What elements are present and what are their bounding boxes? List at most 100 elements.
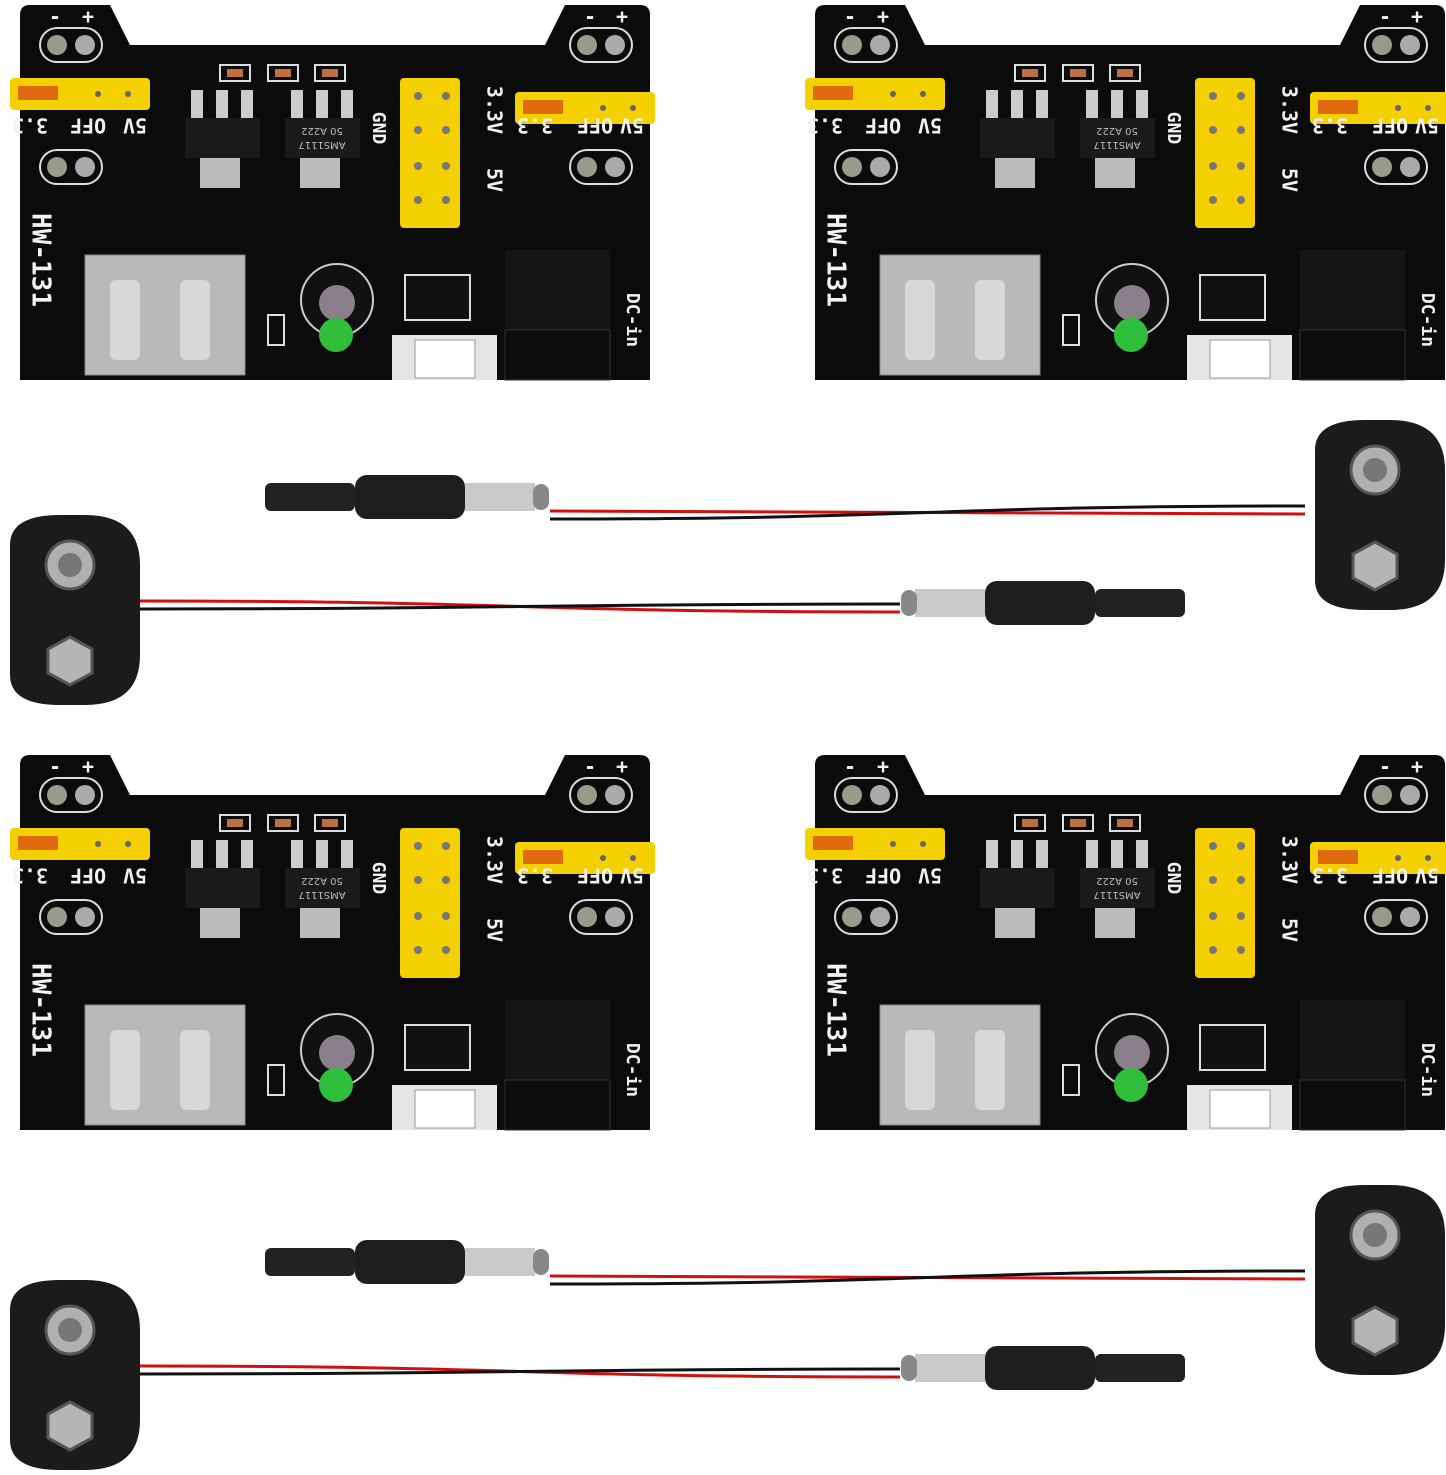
- silkscreen-label: 3.3V: [483, 836, 507, 884]
- silkscreen-label: 5V: [1415, 864, 1439, 888]
- usb-port: [84, 1004, 246, 1126]
- silkscreen-label: HW-131: [26, 963, 56, 1057]
- battery-snap-connector: [1315, 420, 1445, 610]
- silkscreen-label: DC-in: [622, 1043, 643, 1097]
- silkscreen-label: 5V: [1278, 168, 1302, 192]
- silkscreen-label: +: [877, 755, 889, 779]
- black-wire: [139, 1367, 901, 1376]
- silkscreen-label: -: [844, 755, 856, 779]
- power-pin-pair: [569, 777, 633, 813]
- power-pin-pair: [1364, 27, 1428, 63]
- silkscreen-label: 3.3: [1312, 864, 1348, 888]
- silkscreen-label: -: [844, 5, 856, 29]
- power-pin-pair: [39, 149, 103, 185]
- silkscreen-label: DC-in: [1417, 1043, 1438, 1097]
- usb-port: [879, 1004, 1041, 1126]
- silkscreen-label: HW-131: [821, 213, 851, 307]
- voltage-regulator: AMS1117 50 A222: [1080, 90, 1155, 188]
- chip-marking: AMS1117: [1093, 139, 1140, 150]
- power-switch[interactable]: [392, 335, 497, 380]
- silkscreen-label: -: [49, 5, 61, 29]
- smd-resistor: [1062, 64, 1094, 82]
- silkscreen-label: 5V: [483, 918, 507, 942]
- chip-marking: 50 A222: [301, 125, 343, 136]
- dc-jack: [504, 1000, 611, 1131]
- chip-marking: 50 A222: [1096, 125, 1138, 136]
- silkscreen-label: -: [1379, 755, 1391, 779]
- dc-jack: [1299, 250, 1406, 381]
- chip-marking: AMS1117: [1093, 889, 1140, 900]
- usb-port: [84, 254, 246, 376]
- power-pin-pair: [834, 149, 898, 185]
- dc-jack: [1299, 1000, 1406, 1131]
- silkscreen-label: OFF: [70, 864, 106, 888]
- jumper-header[interactable]: [805, 828, 945, 860]
- smd-resistor: [1109, 814, 1141, 832]
- power-switch[interactable]: [392, 1085, 497, 1130]
- voltage-regulator: [185, 90, 260, 188]
- silkscreen-label: +: [1411, 5, 1423, 29]
- silkscreen-label: +: [877, 5, 889, 29]
- silkscreen-label: 5V: [620, 114, 644, 138]
- dc-barrel-plug: [265, 1240, 549, 1284]
- silkscreen-label: GND: [368, 862, 389, 895]
- voltage-regulator: AMS1117 50 A222: [285, 90, 360, 188]
- silkscreen-label: -: [1379, 5, 1391, 29]
- smd-resistor: [1109, 64, 1141, 82]
- voltage-regulator: [980, 840, 1055, 938]
- silkscreen-label: -: [584, 755, 596, 779]
- silkscreen-label: 5V: [918, 864, 942, 888]
- silkscreen-label: 3.3: [12, 864, 48, 888]
- smd-resistor: [1014, 64, 1046, 82]
- power-switch[interactable]: [1187, 1085, 1292, 1130]
- silkscreen-label: OFF: [70, 114, 106, 138]
- silkscreen-label: 3.3: [517, 114, 553, 138]
- power-pin-pair: [1364, 149, 1428, 185]
- power-pin-pair: [569, 899, 633, 935]
- power-switch[interactable]: [1187, 335, 1292, 380]
- smd-resistor: [219, 814, 251, 832]
- silkscreen-label: OFF: [865, 864, 901, 888]
- smd-resistor: [314, 814, 346, 832]
- power-pin-pair: [1364, 899, 1428, 935]
- silkscreen-label: +: [82, 755, 94, 779]
- smd-resistor: [267, 64, 299, 82]
- silkscreen-label: 3.3: [1312, 114, 1348, 138]
- jumper-header[interactable]: [10, 78, 150, 110]
- output-pin-header: [400, 78, 460, 228]
- silkscreen-label: +: [616, 755, 628, 779]
- chip-marking: AMS1117: [298, 139, 345, 150]
- jumper-header[interactable]: [1310, 842, 1446, 874]
- power-pin-pair: [569, 149, 633, 185]
- jumper-header[interactable]: [10, 828, 150, 860]
- silkscreen-label: 5V: [123, 114, 147, 138]
- silkscreen-label: 5V: [483, 168, 507, 192]
- jumper-header[interactable]: [515, 842, 655, 874]
- power-led: [1114, 1068, 1148, 1102]
- silkscreen-label: +: [616, 5, 628, 29]
- silkscreen-label: 3.3V: [483, 86, 507, 134]
- black-wire: [549, 1269, 1306, 1286]
- black-wire: [139, 602, 901, 611]
- silkscreen-label: 5V: [918, 114, 942, 138]
- silkscreen-label: -: [49, 755, 61, 779]
- power-pin-pair: [569, 27, 633, 63]
- chip-marking-group: AMS1117 50 A222: [298, 125, 345, 150]
- silkscreen-label: 3.3: [807, 864, 843, 888]
- jumper-header[interactable]: [805, 78, 945, 110]
- dc-jack: [504, 250, 611, 381]
- silkscreen-label: OFF: [865, 114, 901, 138]
- power-pin-pair: [834, 777, 898, 813]
- dc-barrel-plug: [265, 475, 549, 519]
- chip-marking-group: AMS1117 50 A222: [298, 875, 345, 900]
- jumper-header[interactable]: [515, 92, 655, 124]
- voltage-regulator: [185, 840, 260, 938]
- battery-snap-connector: [10, 515, 140, 705]
- jumper-header[interactable]: [1310, 92, 1446, 124]
- power-led: [319, 1068, 353, 1102]
- smd-resistor: [314, 64, 346, 82]
- silkscreen-label: OFF: [1372, 864, 1408, 888]
